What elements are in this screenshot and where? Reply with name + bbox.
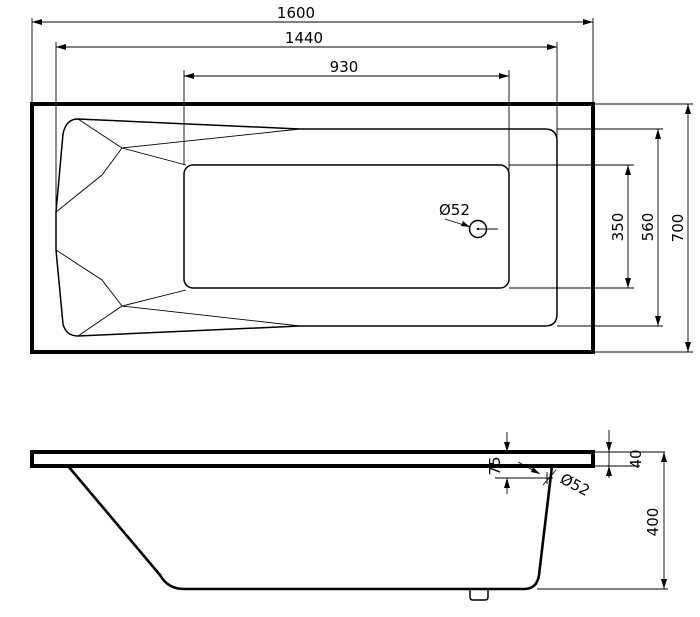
dim-overall-width: 700 xyxy=(593,103,693,353)
drain-diameter-label: Ø52 xyxy=(439,201,470,219)
dim-overflow-offset-label: 75 xyxy=(486,456,504,475)
dim-rim-thickness: 40 xyxy=(593,430,665,478)
dim-depth-label: 400 xyxy=(644,508,662,537)
dim-overall-width-label: 700 xyxy=(669,214,687,243)
dim-inner-length: 1440 xyxy=(55,29,558,212)
dim-depth: 400 xyxy=(537,452,668,590)
overflow-centerline xyxy=(540,469,557,486)
dim-inner-width: 560 xyxy=(557,128,663,327)
dim-bottom-length: 930 xyxy=(183,58,510,170)
dim-overall-length: 1600 xyxy=(31,4,594,104)
overflow-diameter-label: Ø52 xyxy=(557,470,593,500)
drain-leader-arrow xyxy=(461,221,470,227)
dim-bottom-length-label: 930 xyxy=(330,58,359,76)
side-drain-fitting xyxy=(469,589,489,601)
outer-rim-outline xyxy=(30,102,595,354)
dim-rim-thickness-label: 40 xyxy=(627,449,645,468)
dim-bottom-width-label: 350 xyxy=(609,213,627,242)
side-rim-outline xyxy=(30,450,595,468)
dim-bottom-width: 350 xyxy=(509,164,634,289)
dim-inner-length-label: 1440 xyxy=(285,29,323,47)
overflow-leader-arrow xyxy=(531,467,540,474)
dim-overall-length-label: 1600 xyxy=(277,4,315,22)
top-view: Ø52 1600 1440 930 350 xyxy=(30,4,693,354)
dim-overflow-offset: 75 xyxy=(486,432,547,494)
side-view: 75 Ø52 40 400 xyxy=(30,430,668,601)
backrest-facet-lines xyxy=(55,118,301,337)
basin-bottom-outline xyxy=(183,164,510,289)
side-tub-body xyxy=(67,465,554,591)
dim-inner-width-label: 560 xyxy=(639,213,657,242)
